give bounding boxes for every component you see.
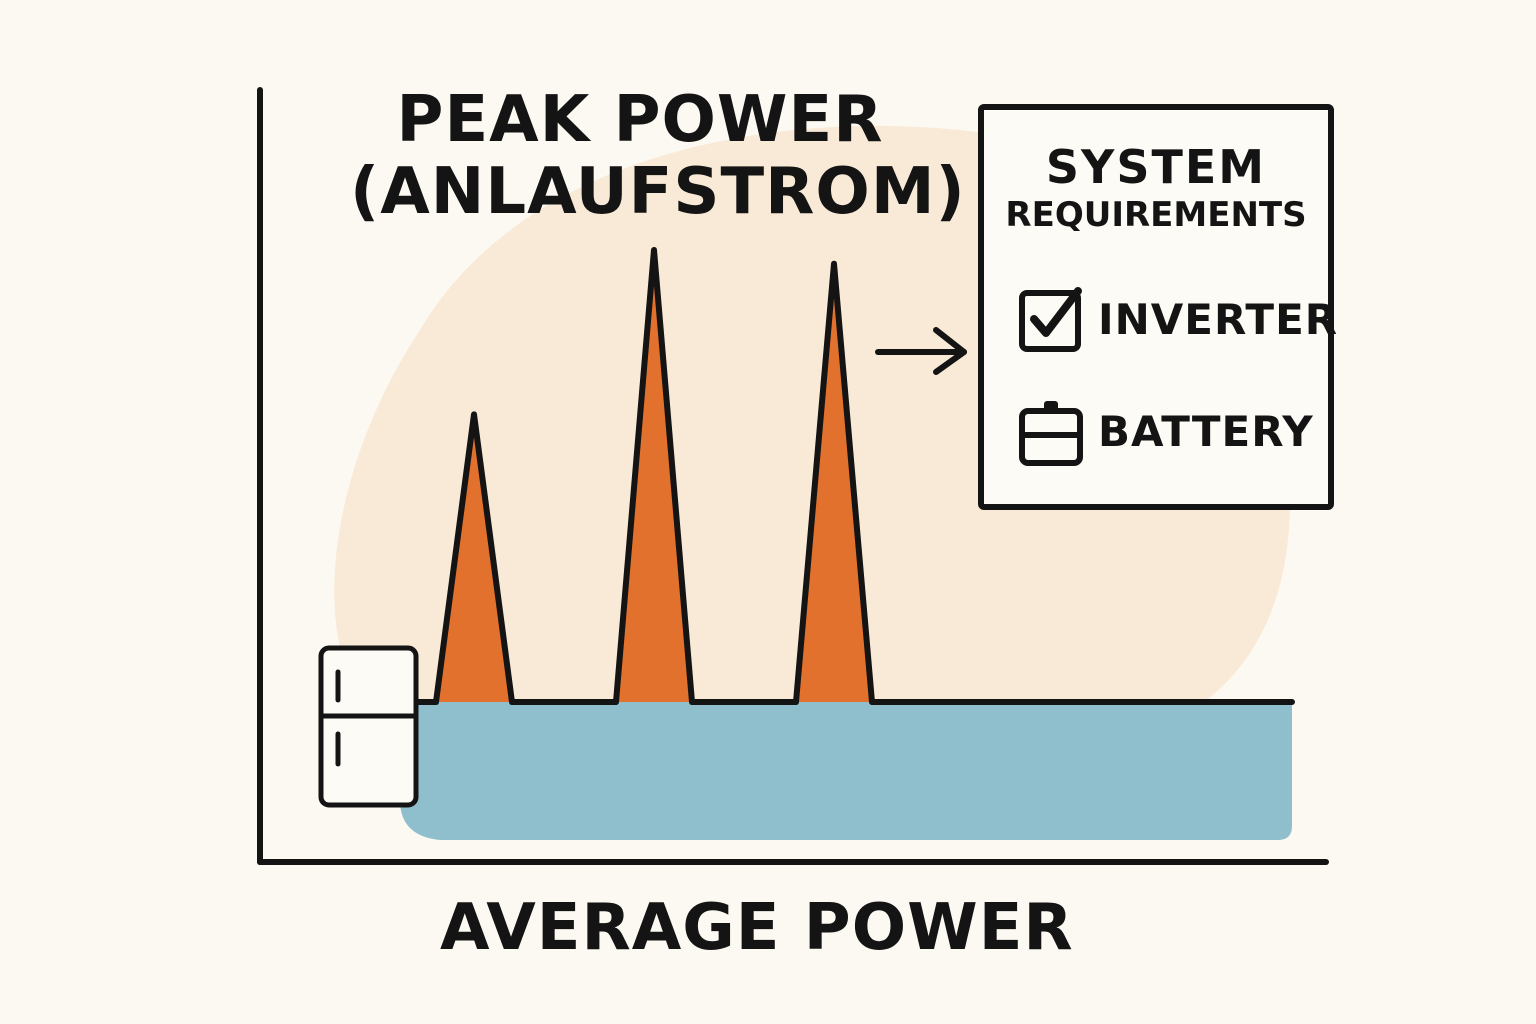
requirements-title-line2: REQUIREMENTS xyxy=(1005,195,1307,235)
peaks-layer xyxy=(436,250,872,702)
peak-spike-3 xyxy=(796,263,872,702)
requirement-item-inverter: INVERTER xyxy=(1016,284,1338,354)
requirement-item-battery: BATTERY xyxy=(1016,396,1314,466)
average-power-area xyxy=(400,702,1292,840)
peak-power-line2: (ANLAUFSTROM) xyxy=(350,155,966,229)
peak-power-line1: PEAK POWER xyxy=(396,83,884,157)
battery-icon xyxy=(1019,401,1083,466)
refrigerator-icon xyxy=(318,645,419,808)
requirements-title: SYSTEM REQUIREMENTS xyxy=(984,140,1328,236)
requirement-label-battery: BATTERY xyxy=(1098,406,1314,456)
requirement-label-inverter: INVERTER xyxy=(1098,294,1339,344)
requirements-title-line1: SYSTEM xyxy=(1045,140,1267,194)
arrow-right-icon xyxy=(875,327,967,375)
checkbox-checked-icon xyxy=(1019,287,1082,352)
peak-spike-1 xyxy=(436,414,512,702)
system-requirements-box: SYSTEM REQUIREMENTS INVERTER BATTERY xyxy=(978,104,1337,510)
power-signal-line xyxy=(415,247,1295,705)
peak-spike-2 xyxy=(616,250,692,702)
average-power-title: AVERAGE POWER xyxy=(440,891,1074,965)
peak-power-title: PEAK POWER (ANLAUFSTROM) xyxy=(350,83,966,229)
